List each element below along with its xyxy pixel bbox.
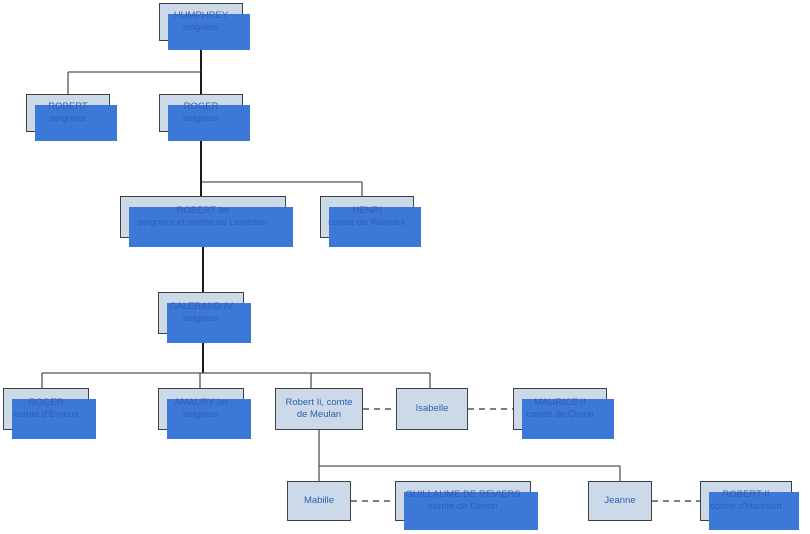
node-title: AMAURY Ier — [173, 397, 229, 408]
node-mabille[interactable]: Mabille — [287, 481, 351, 521]
node-title: GALERAND IV — [169, 301, 233, 312]
node-title: Isabelle — [415, 403, 449, 414]
node-subtitle: de Meulan — [296, 409, 342, 420]
node-subtitle: seigneur — [49, 113, 87, 124]
node-jeanne[interactable]: Jeanne — [588, 481, 652, 521]
node-subtitle: comte de Craon — [526, 409, 594, 420]
node-subtitle: seigneur — [182, 313, 220, 324]
node-title: ROGER — [183, 101, 219, 112]
node-subtitle: seigneur et comte de Leicester — [138, 217, 268, 228]
node-title: ROGER — [28, 397, 64, 408]
node-title: Mabille — [303, 495, 335, 506]
node-title: GUILLAUME DE REVIERS — [405, 489, 521, 500]
node-subtitle: comte de Warwick — [328, 217, 406, 228]
node-subtitle: seigneur — [182, 409, 220, 420]
node-title: ROBERT — [48, 101, 88, 112]
node-title: Jeanne — [604, 495, 636, 506]
node-subtitle: seigneur — [182, 22, 220, 33]
node-title: ROBERT II — [722, 489, 770, 500]
node-title: ROBERT Ier — [176, 205, 230, 216]
node-title: Robert Ii, comte — [285, 397, 353, 408]
node-subtitle: comte de Devon — [428, 501, 498, 512]
node-title: HENRI — [352, 205, 382, 216]
node-subtitle: seigneur — [182, 113, 220, 124]
node-title: MAURICE II — [534, 397, 586, 408]
node-subtitle: comte d'Harcourt — [709, 501, 783, 512]
node-isabelle[interactable]: Isabelle — [396, 388, 468, 430]
node-title: HUMPHREY — [173, 10, 229, 21]
node-subtitle: comte d'Evreux — [13, 409, 79, 420]
